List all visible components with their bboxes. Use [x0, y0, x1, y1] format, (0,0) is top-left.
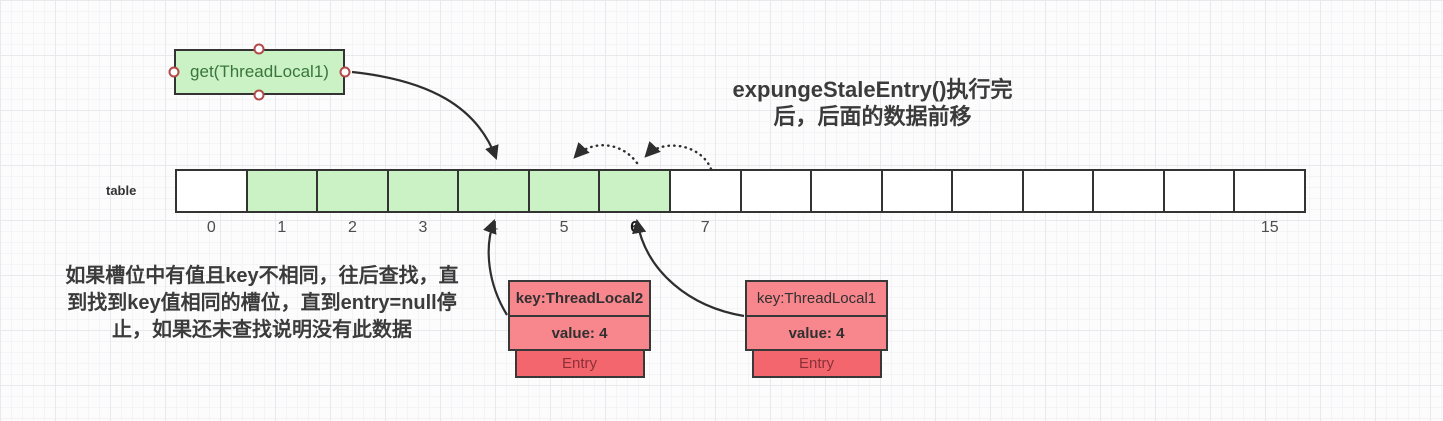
connection-handle-right-icon[interactable] [339, 66, 351, 78]
search-rule-note-line1: 如果槽位中有值且key不相同，往后查找，直 [65, 265, 459, 287]
entry-node-threadlocal1[interactable]: key:ThreadLocal1 value: 4 Entry [745, 280, 888, 378]
array-cell-12 [1021, 169, 1095, 213]
array-cell-index-label: 2 [347, 219, 357, 236]
array-cell-6: 6 [598, 169, 671, 236]
entry1-value-row: value: 4 [508, 315, 651, 351]
array-cell-index-label: 15 [1260, 219, 1279, 236]
arrow-get-to-slot4 [351, 70, 499, 161]
array-cell-index-label: 0 [206, 219, 216, 236]
expunge-title-line2: 后，后面的数据前移 [773, 104, 972, 129]
array-cell-13 [1092, 169, 1165, 213]
array-cell-index-label: 5 [559, 219, 569, 236]
array-cell-index-label: 1 [277, 219, 287, 236]
array-cell-0: 0 [175, 169, 248, 236]
entry2-key-row: key:ThreadLocal1 [745, 280, 888, 317]
array-cell-1: 1 [245, 169, 319, 236]
table-array: 0 1 2 3 4 5 6 7 15 [175, 169, 1306, 236]
connection-handle-top-icon[interactable] [253, 43, 265, 55]
array-cell-5: 5 [527, 169, 601, 236]
shift-arc-slot7-to-slot6 [644, 141, 713, 171]
array-cell-15: 15 [1233, 169, 1306, 236]
array-cell-index-label: 7 [700, 219, 710, 236]
expunge-title: expungeStaleEntry()执行完 后，后面的数据前移 [700, 76, 1045, 130]
search-rule-note-line3: 止，如果还未查找说明没有此数据 [112, 319, 412, 341]
array-cell-9 [810, 169, 883, 213]
entry2-value-row: value: 4 [745, 315, 888, 351]
array-cell-8 [739, 169, 813, 213]
entry1-type-tag: Entry [514, 349, 645, 378]
array-cell-index-label: 4 [489, 219, 498, 236]
shift-arc-slot6-to-slot5 [573, 142, 639, 165]
array-cell-index-label: 3 [418, 219, 428, 236]
entry1-key-row: key:ThreadLocal2 [508, 280, 651, 317]
array-cell-14 [1162, 169, 1236, 213]
entry-node-threadlocal2[interactable]: key:ThreadLocal2 value: 4 Entry [508, 280, 651, 378]
array-cell-11 [951, 169, 1024, 213]
entry2-type-tag: Entry [751, 349, 882, 378]
connection-handle-bottom-icon[interactable] [253, 89, 265, 101]
get-threadlocal-label: get(ThreadLocal1) [190, 62, 329, 81]
search-rule-note-line2: 到找到key值相同的槽位，直到entry=null停 [67, 292, 457, 314]
array-cell-3: 3 [386, 169, 460, 236]
array-cell-10 [880, 169, 954, 213]
get-threadlocal-node[interactable]: get(ThreadLocal1) [174, 49, 345, 95]
table-label: table [106, 183, 137, 198]
array-cell-4: 4 [457, 169, 530, 236]
array-cell-2: 2 [316, 169, 389, 236]
connection-handle-left-icon[interactable] [168, 66, 180, 78]
array-cell-index-label: 6 [630, 219, 640, 236]
search-rule-note: 如果槽位中有值且key不相同，往后查找，直 到找到key值相同的槽位，直到ent… [36, 263, 488, 344]
expunge-title-line1: expungeStaleEntry()执行完 [732, 77, 1013, 102]
array-cell-7: 7 [668, 169, 742, 236]
